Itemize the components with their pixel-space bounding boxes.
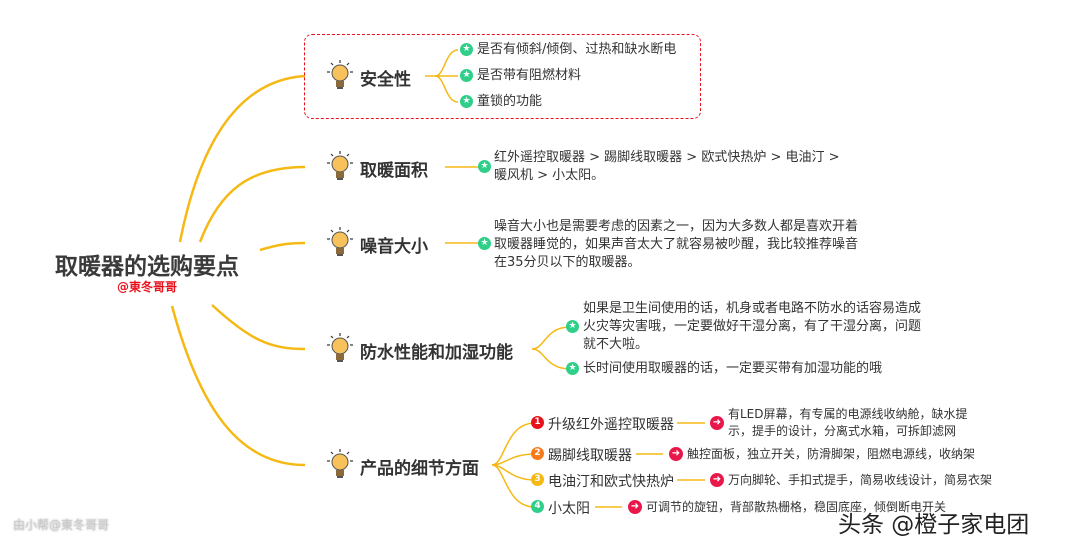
leaf-text: 火灾等灾害哦，一定要做好干湿分离，有了干湿分离，问题	[583, 319, 922, 334]
product-name: 升级红外遥控取暖器	[548, 417, 674, 433]
number-2-icon: 2	[531, 447, 544, 460]
product-name: 踢脚线取暖器	[548, 448, 632, 464]
arrow-right-icon: ➜	[710, 416, 724, 430]
branch-noise: 噪音大小	[360, 237, 428, 257]
product-name: 小太阳	[548, 501, 590, 517]
brand-watermark: 头条 @橙子家电团	[838, 512, 1030, 538]
lightbulb-icon	[326, 227, 353, 257]
branch-safety: 安全性	[360, 70, 411, 90]
branch-heating-area: 取暖面积	[360, 161, 428, 181]
leaf-text: 在35分贝以下的取暖器。	[494, 255, 641, 270]
arrow-right-icon: ➜	[628, 500, 642, 514]
leaf-text: 红外遥控取暖器 > 踢脚线取暖器 > 欧式快热炉 > 电油汀 >	[494, 150, 840, 165]
leaf-text: 是否带有阻燃材料	[477, 68, 582, 83]
highlight-box	[304, 34, 701, 119]
star-icon: ★	[460, 95, 473, 108]
leaf-text: 如果是卫生间使用的话，机身或者电路不防水的话容易造成	[583, 301, 922, 316]
number-4-icon: 4	[531, 500, 544, 513]
lightbulb-icon	[326, 60, 353, 90]
product-name: 电油汀和欧式快热炉	[548, 474, 674, 490]
lightbulb-icon	[326, 449, 353, 479]
leaf-text: 就不大啦。	[583, 337, 649, 352]
arrow-right-icon: ➜	[710, 473, 724, 487]
watermark: 由小帮@東冬哥哥	[13, 518, 110, 532]
star-icon: ★	[566, 362, 579, 375]
star-icon: ★	[460, 69, 473, 82]
lightbulb-icon	[326, 151, 353, 181]
branch-details: 产品的细节方面	[360, 459, 479, 479]
number-1-icon: 1	[531, 416, 544, 429]
star-icon: ★	[460, 43, 473, 56]
arrow-right-icon: ➜	[669, 447, 683, 461]
branch-waterproof: 防水性能和加湿功能	[360, 343, 513, 363]
leaf-text: 暖风机 > 小太阳。	[494, 168, 605, 183]
product-detail: 有LED屏幕，有专属的电源线收纳舱，缺水提	[728, 407, 968, 421]
star-icon: ★	[566, 320, 579, 333]
product-detail: 可调节的旋钮，背部散热栅格，稳固底座，倾倒断电开关	[646, 500, 947, 514]
leaf-text: 噪音大小也是需要考虑的因素之一，因为大多数人都是喜欢开着	[494, 219, 859, 234]
root-title: 取暖器的选购要点	[55, 254, 239, 280]
product-detail: 示，提手的设计，分离式水箱，可拆卸滤网	[728, 424, 957, 438]
lightbulb-icon	[326, 333, 353, 363]
leaf-text: 长时间使用取暖器的话，一定要买带有加湿功能的哦	[583, 361, 883, 376]
leaf-text: 取暖器睡觉的，如果声音太大了就容易被吵醒，我比较推荐噪音	[494, 237, 859, 252]
author-tag: @東冬哥哥	[117, 280, 178, 294]
leaf-text: 是否有倾斜/倾倒、过热和缺水断电	[477, 42, 677, 57]
number-3-icon: 3	[531, 473, 544, 486]
star-icon: ★	[478, 237, 491, 250]
product-detail: 万向脚轮、手扣式提手，简易收线设计，简易衣架	[728, 473, 993, 487]
star-icon: ★	[478, 160, 491, 173]
leaf-text: 童锁的功能	[477, 94, 543, 109]
product-detail: 触控面板，独立开关，防滑脚架，阻燃电源线，收纳架	[687, 447, 976, 461]
